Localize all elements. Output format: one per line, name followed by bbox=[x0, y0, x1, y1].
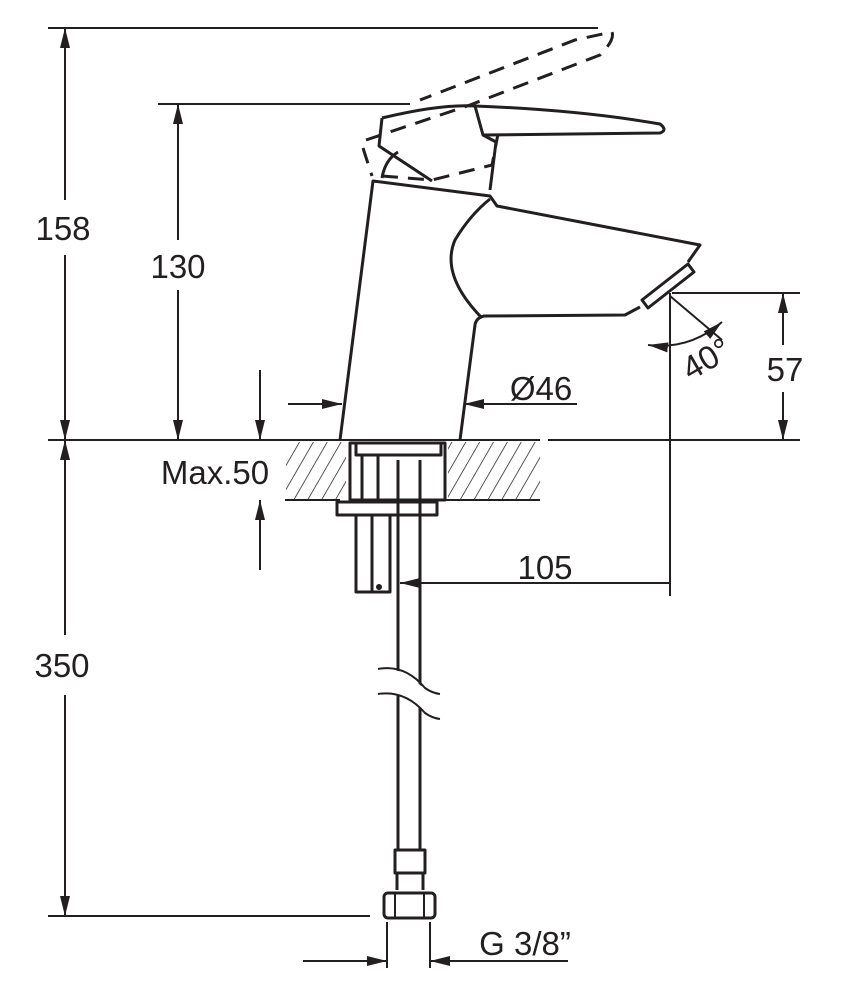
supply-hose bbox=[377, 460, 441, 850]
dimension-label-57: 57 bbox=[767, 351, 804, 388]
dimension-diameter-46: Ø46 bbox=[288, 370, 577, 409]
dimension-label-105: 105 bbox=[517, 549, 572, 586]
dimension-angle-40: 40° bbox=[647, 295, 737, 387]
dimension-105: 105 bbox=[400, 549, 670, 588]
mounting-assembly bbox=[335, 441, 447, 594]
faucet-body bbox=[338, 179, 702, 441]
lever-raised-position bbox=[361, 30, 614, 182]
dimension-158: 158 bbox=[35, 28, 91, 440]
dimension-label-158: 158 bbox=[35, 210, 90, 247]
dimension-thread: G 3/8” bbox=[303, 922, 571, 968]
dimension-label-diameter-46: Ø46 bbox=[510, 370, 572, 407]
dimension-max-50: Max.50 bbox=[161, 370, 269, 570]
deck-hatching bbox=[286, 442, 540, 499]
dimension-label-thread: G 3/8” bbox=[479, 925, 571, 962]
dimension-57: 57 bbox=[767, 293, 804, 440]
dimension-label-max-50: Max.50 bbox=[161, 454, 269, 491]
extension-lines bbox=[48, 27, 800, 917]
connection-nut bbox=[382, 848, 437, 920]
dimension-label-130: 130 bbox=[150, 248, 205, 285]
dimension-130: 130 bbox=[150, 104, 206, 440]
dimension-label-angle-40: 40° bbox=[675, 330, 737, 387]
dimension-350: 350 bbox=[34, 440, 90, 916]
lever-handle bbox=[377, 104, 666, 191]
dimension-label-350: 350 bbox=[34, 647, 89, 684]
